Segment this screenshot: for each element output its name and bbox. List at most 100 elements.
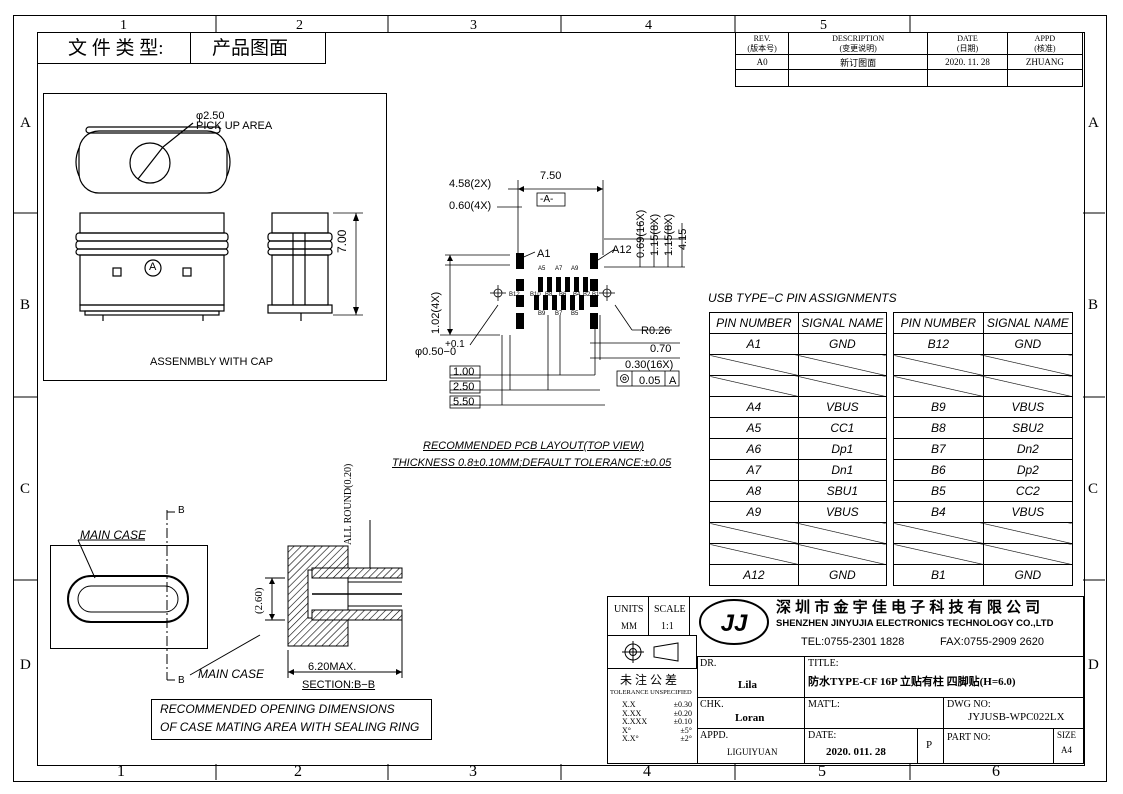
dim-102: 1.02(4X) [430,291,442,334]
outer-frame [13,15,1107,782]
pin-b7: B7 [555,311,563,317]
zone-top-2: 2 [296,18,303,33]
tol-value: 0.05 [639,375,661,387]
title-block-vline-3 [943,697,944,764]
pin-b4: B4 [573,292,581,298]
date-label: DATE: [808,730,837,741]
dim-115b: 1.15(8X) [663,213,675,256]
section-drawing [67,510,403,681]
pin-a7: A7 [555,266,563,272]
units-label: UNITS [614,604,644,615]
tol-table: X.X±0.30 X.XX±0.20 X.XXX±0.10 X°±5° X.X°… [622,700,692,743]
appd-value: LIGUIYUAN [727,747,778,757]
zone-top-4: 4 [645,18,652,33]
title-block-vline-1 [697,656,698,764]
dim-030: 0.30(16X) [625,359,674,371]
pin-b12: B12 [509,292,520,298]
desc-value: 新订图面 [788,54,929,70]
company-logo-icon: JJ [699,599,769,645]
zone-bottom-4: 4 [643,763,651,780]
dim-550: 5.50 [453,396,475,408]
main-case-box [50,545,208,649]
zone-left-c: C [20,481,31,497]
dim-750: 7.50 [540,170,562,182]
title-block-hline-1 [697,656,1084,657]
title-block-vline-5 [1053,728,1054,764]
file-type-box [37,32,326,64]
rev-header: REV.(版本号) [734,32,790,55]
pin-b1: B1 [592,292,600,298]
pin-a12-label: A12 [612,244,632,256]
dr-value: Lila [738,679,757,691]
assembly-caption: ASSENMBLY WITH CAP [150,356,274,368]
company-en: SHENZHEN JINYUJIA ELECTRONICS TECHNOLOGY… [776,618,1054,629]
zone-bottom-2: 2 [294,763,302,780]
dim-plus01: +0.1 [445,339,465,350]
dim-060: 0.60(4X) [449,200,492,212]
title-block-hline-2 [697,697,1084,698]
part-label: PART NO: [947,732,991,743]
assembly-drawing [75,122,363,321]
dwg-value: JYJUSB-WPC022LX [968,711,1065,723]
dwg-label: DWG NO: [947,699,991,710]
dim-r026: R0.26 [641,325,671,337]
assembly-height-dim: 7.00 [335,229,349,253]
file-type-divider [190,32,191,63]
dim-620: 6.20MAX. [308,661,357,673]
desc-header: DESCRIPTION(变更说明) [788,32,929,55]
all-round-label: ALL ROUND(0.20) [343,463,354,545]
revision-table: REV.(版本号) DESCRIPTION(变更说明) DATE(日期) APP… [734,32,1084,87]
title-value: 防水TYPE-CF 16P 立贴有柱 四脚贴(H=6.0) [808,676,1016,688]
zone-bottom-3: 3 [469,763,477,780]
dim-415: 4.15 [677,228,689,250]
dim-100: 1.00 [453,366,475,378]
zone-bottom-1: 1 [117,763,125,780]
date-value: 2020. 11. 28 [927,54,1008,70]
p-label: P [926,739,933,751]
title-block [607,596,1084,764]
note-line-2: OF CASE MATING AREA WITH SEALING RING [160,720,420,734]
appd-label: APPD. [700,730,729,741]
pin-b10: B10 [530,292,541,298]
pin-b6: B6 [559,292,567,298]
zone-top-3: 3 [470,18,477,33]
title-block-vline-2 [804,656,805,764]
size-label: SIZE [1057,730,1076,740]
file-type-label: 文 件 类 型: [68,38,164,59]
matl-label: MAT'L: [808,699,840,710]
pickup-label: PICK UP AREA [196,120,273,132]
company-tel: TEL:0755-2301 1828 [801,636,905,648]
zone-left-d: D [20,657,31,673]
zone-right-d: D [1088,657,1099,673]
pin-a5: A5 [538,266,546,272]
pin-table-title: USB TYPE−C PIN ASSIGNMENTS [708,291,897,305]
projection-cell [607,635,697,669]
zone-right-a: A [1088,115,1099,131]
svg-text:JJ: JJ [721,610,748,637]
tol-en: TOLERANCE UNSPECIFIED [610,689,692,696]
pickup-dim: φ2.50 [196,110,225,122]
date-header: DATE(日期) [927,32,1008,55]
tol-cn: 未 注 公 差 [620,673,678,687]
zone-bottom-5: 5 [818,763,826,780]
zone-right-c: C [1088,481,1099,497]
tol-ref: A [669,375,677,387]
pin-b8: B8 [545,292,553,298]
scale-label: SCALE [654,604,686,615]
dim-070: 0.70 [650,343,672,355]
assembly-marker: A [149,261,157,273]
zone-left-a: A [20,115,31,131]
pin-b2: B2 [583,292,591,298]
assembly-view-box [43,93,387,381]
dim-458: 4.58(2X) [449,178,492,190]
section-label: SECTION:B−B [302,679,376,691]
scale-value: 1:1 [661,621,674,632]
company-cn: 深 圳 市 金 宇 佳 电 子 科 技 有 限 公 司 [776,599,1041,616]
pin-b5: B5 [571,311,579,317]
dr-label: DR. [700,658,717,669]
chk-label: CHK. [700,699,724,710]
pin-b9: B9 [538,311,546,317]
